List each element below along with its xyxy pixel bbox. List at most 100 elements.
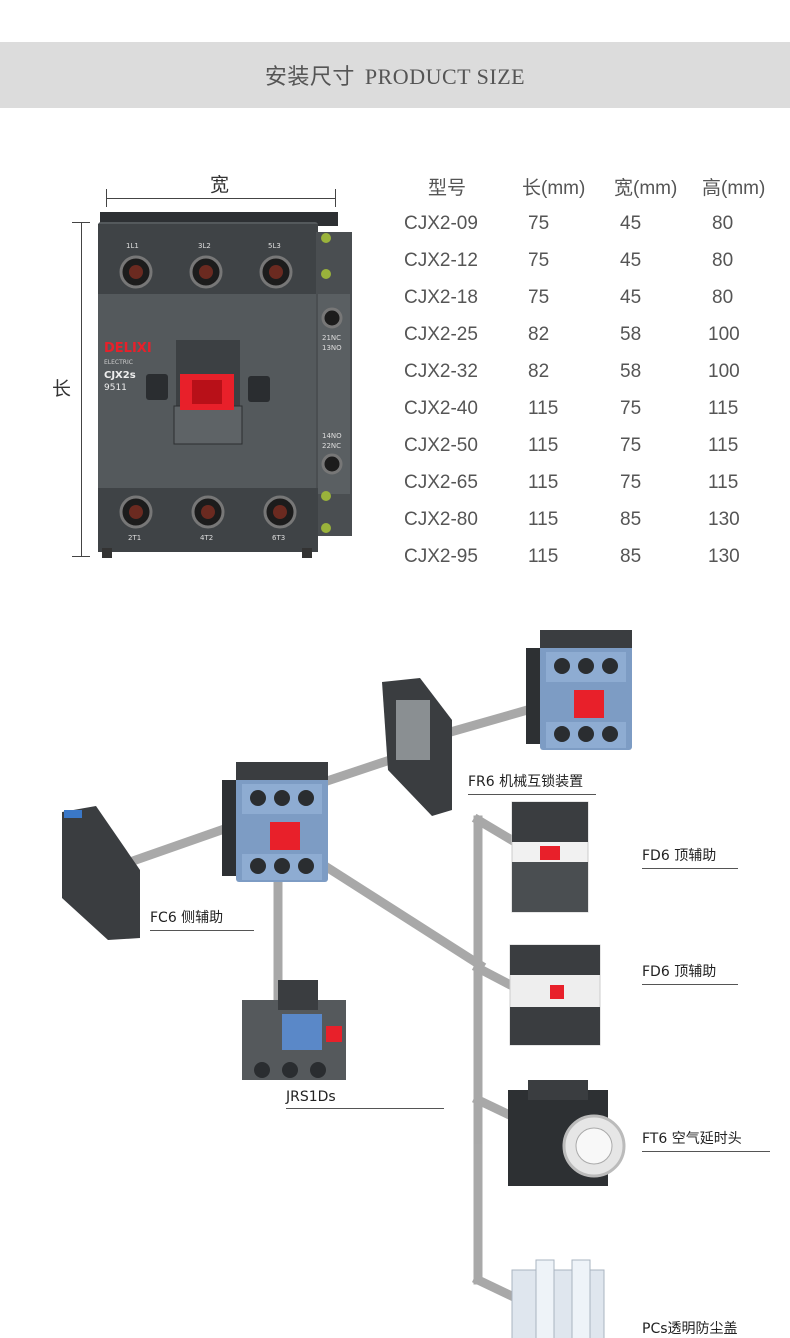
cell-length: 82 — [528, 360, 550, 382]
table-row: CJX2-25 82 58 100 — [404, 316, 790, 353]
contactor-image — [526, 630, 632, 750]
cell-height: 80 — [712, 249, 734, 271]
cell-model: CJX2-50 — [404, 434, 478, 456]
cell-model: CJX2-80 — [404, 508, 478, 530]
width-label: 宽 — [210, 174, 230, 196]
cell-model: CJX2-95 — [404, 545, 478, 567]
terminal-label: 2T1 — [128, 534, 141, 542]
brand-sub: ELECTRIC — [104, 359, 133, 366]
header-model: 型号 — [428, 178, 467, 199]
pcs-image — [511, 1259, 605, 1338]
fc6-label: FC6 侧辅助 — [150, 907, 254, 931]
cell-length: 115 — [528, 434, 559, 456]
fd6-image — [511, 801, 589, 913]
cell-height: 100 — [708, 360, 740, 382]
cell-width: 45 — [620, 212, 642, 234]
terminal-label: 5L3 — [268, 242, 281, 250]
fr6-image — [382, 678, 452, 816]
width-dimension-line — [106, 198, 336, 199]
table-row: CJX2-09 75 45 80 — [404, 205, 790, 242]
accessories-diagram — [62, 630, 632, 1338]
cell-height: 115 — [708, 434, 739, 456]
cell-length: 115 — [528, 471, 559, 493]
cell-height: 130 — [708, 508, 740, 530]
aux-label: 22NC — [322, 442, 341, 450]
cell-length: 115 — [528, 397, 559, 419]
cell-height: 100 — [708, 323, 740, 345]
cell-height: 80 — [712, 212, 734, 234]
aux-label: 13NO — [322, 344, 342, 352]
cell-height: 115 — [708, 397, 739, 419]
fd6-image — [509, 944, 601, 1046]
aux-label: 14NO — [322, 432, 342, 440]
contactor-image — [222, 762, 328, 882]
section-title-en: PRODUCT SIZE — [364, 64, 526, 89]
cell-width: 58 — [620, 360, 642, 382]
table-row: CJX2-50 115 75 115 — [404, 427, 790, 464]
model-text: CJX2s — [104, 370, 136, 381]
aux-label: 21NC — [322, 334, 341, 342]
cell-width: 58 — [620, 323, 642, 345]
fd6-label: FD6 顶辅助 — [642, 961, 738, 985]
table-row: CJX2-18 75 45 80 — [404, 279, 790, 316]
cell-width: 85 — [620, 545, 642, 567]
width-dimension-cap-right — [335, 189, 336, 207]
cell-length: 75 — [528, 249, 550, 271]
cell-model: CJX2-32 — [404, 360, 478, 382]
table-row: CJX2-32 82 58 100 — [404, 353, 790, 390]
table-row: CJX2-65 115 75 115 — [404, 464, 790, 501]
ft6-image — [508, 1080, 626, 1186]
cell-height: 130 — [708, 545, 740, 567]
ft6-label: FT6 空气延时头 — [642, 1128, 770, 1152]
cell-length: 82 — [528, 323, 550, 345]
section-title-cn: 安装尺寸 — [264, 65, 355, 90]
fc6-image — [62, 806, 140, 940]
jrs-image — [242, 980, 346, 1080]
fr6-label: FR6 机械互锁装置 — [468, 771, 596, 795]
header-width: 宽(mm) — [614, 178, 678, 199]
brand-logo: DELIXI — [104, 341, 152, 356]
cell-height: 115 — [708, 471, 739, 493]
width-dimension-cap-left — [106, 189, 107, 207]
cell-model: CJX2-25 — [404, 323, 478, 345]
cell-model: CJX2-18 — [404, 286, 478, 308]
table-row: CJX2-80 115 85 130 — [404, 501, 790, 538]
table-header: 型号 长(mm) 宽(mm) 高(mm) — [404, 168, 790, 205]
cell-length: 75 — [528, 212, 550, 234]
terminal-label: 4T2 — [200, 534, 213, 542]
terminal-label: 3L2 — [198, 242, 211, 250]
cell-model: CJX2-09 — [404, 212, 478, 234]
cell-length: 75 — [528, 286, 550, 308]
pcs-label: PCs透明防尘盖 — [642, 1318, 770, 1338]
table-row: CJX2-12 75 45 80 — [404, 242, 790, 279]
length-dimension-line — [81, 222, 82, 556]
section-title: 安装尺寸 PRODUCT SIZE — [265, 59, 525, 91]
code-text: 9511 — [104, 383, 127, 393]
length-label: 长 — [52, 378, 72, 400]
terminal-label: 6T3 — [272, 534, 285, 542]
cell-width: 75 — [620, 397, 642, 419]
cell-height: 80 — [712, 286, 734, 308]
cell-width: 85 — [620, 508, 642, 530]
spec-table: 型号 长(mm) 宽(mm) 高(mm) CJX2-09 75 45 80 CJ… — [404, 168, 790, 575]
cell-model: CJX2-40 — [404, 397, 478, 419]
cell-width: 75 — [620, 434, 642, 456]
header-length: 长(mm) — [522, 178, 586, 199]
table-row: CJX2-40 115 75 115 — [404, 390, 790, 427]
cell-model: CJX2-65 — [404, 471, 478, 493]
header-height: 高(mm) — [702, 178, 766, 199]
terminal-label: 1L1 — [126, 242, 139, 250]
section-banner: 安装尺寸 PRODUCT SIZE — [0, 42, 790, 108]
table-row: CJX2-95 115 85 130 — [404, 538, 790, 575]
contactor-image: 1L1 3L2 5L3 2T1 4T2 6T3 21NC 13NO 14NO 2… — [98, 212, 352, 558]
cell-width: 45 — [620, 286, 642, 308]
length-dimension-cap-top — [72, 222, 90, 223]
cell-width: 45 — [620, 249, 642, 271]
cell-length: 115 — [528, 508, 559, 530]
cell-width: 75 — [620, 471, 642, 493]
cell-model: CJX2-12 — [404, 249, 478, 271]
jrs-label: JRS1Ds — [286, 1089, 444, 1109]
fd6-label: FD6 顶辅助 — [642, 845, 738, 869]
length-dimension-cap-bottom — [72, 556, 90, 557]
cell-length: 115 — [528, 545, 559, 567]
